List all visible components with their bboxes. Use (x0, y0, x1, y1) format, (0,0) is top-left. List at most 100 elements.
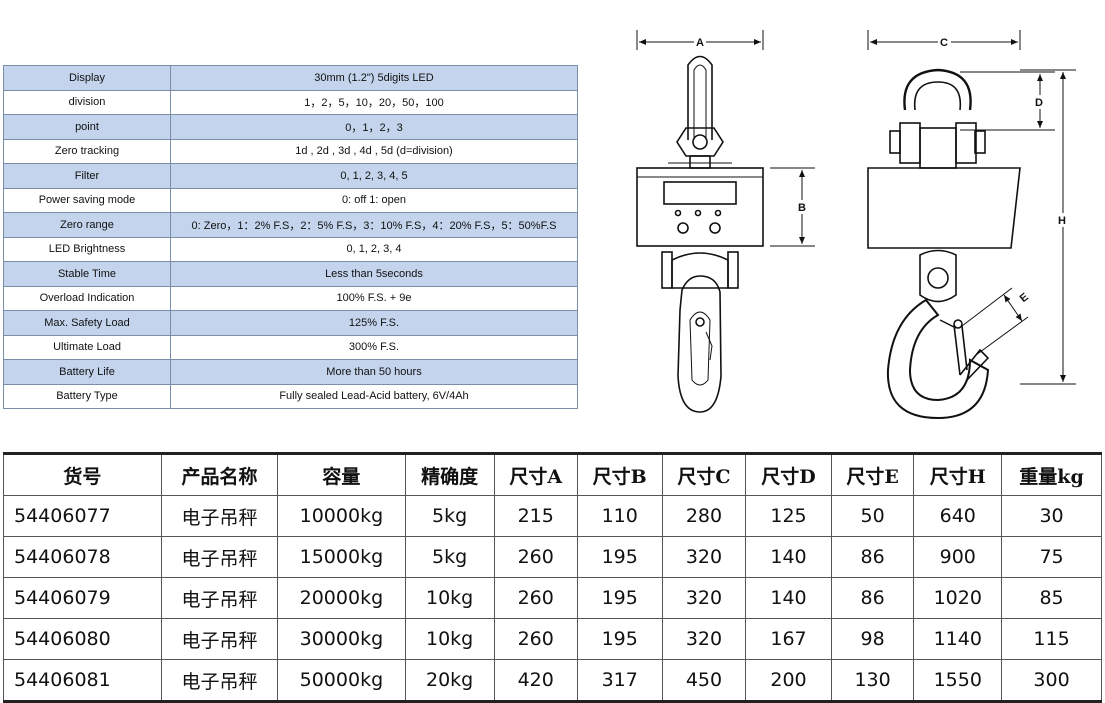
dim-label-c: C (940, 37, 948, 49)
table-cell: 260 (493, 577, 578, 619)
table-cell: 5kg (404, 536, 495, 578)
table-cell: 54406079 (3, 577, 162, 619)
table-cell: 电子吊秤 (160, 659, 279, 703)
table-cell: 电子吊秤 (160, 495, 279, 537)
table-cell: 900 (913, 536, 1003, 578)
table-cell: 15000kg (277, 536, 406, 578)
table-cell: 54406080 (3, 618, 162, 660)
column-header: 尺寸B (576, 453, 663, 496)
table-cell: 1020 (913, 577, 1003, 619)
table-cell: 电子吊秤 (160, 536, 279, 578)
table-cell: 75 (1001, 536, 1102, 578)
table-cell: 320 (661, 618, 747, 660)
table-cell: 10kg (404, 577, 495, 619)
table-cell: 125 (745, 495, 832, 537)
column-header: 重量kg (1001, 453, 1102, 496)
table-cell: 300 (1001, 659, 1102, 703)
side-view-drawing (867, 68, 1021, 420)
spec-value: 1d , 2d , 3d , 4d , 5d (d=division) (170, 138, 578, 164)
column-header: 货号 (3, 453, 162, 496)
column-header: 容量 (277, 453, 406, 496)
spec-label: Power saving mode (3, 187, 171, 213)
spec-value: 125% F.S. (170, 310, 578, 336)
table-cell: 130 (830, 659, 915, 703)
table-cell: 215 (493, 495, 578, 537)
table-cell: 30000kg (277, 618, 406, 660)
front-view-drawing (636, 55, 764, 413)
table-cell: 50 (830, 495, 915, 537)
spec-value: 300% F.S. (170, 334, 578, 360)
spec-value: 0: off 1: open (170, 187, 578, 213)
table-cell: 85 (1001, 577, 1102, 619)
dimension-drawings: A B C D H E (636, 30, 1076, 420)
table-cell: 110 (576, 495, 663, 537)
table-cell: 20000kg (277, 577, 406, 619)
table-cell: 195 (576, 536, 663, 578)
spec-label: Display (3, 65, 171, 91)
table-cell: 260 (493, 618, 578, 660)
spec-value: 100% F.S. + 9e (170, 285, 578, 311)
table-cell: 1550 (913, 659, 1003, 703)
table-cell: 195 (576, 577, 663, 619)
table-cell: 54406078 (3, 536, 162, 578)
table-cell: 115 (1001, 618, 1102, 660)
spec-value: 0，1，2，3 (170, 114, 578, 140)
spec-value: More than 50 hours (170, 359, 578, 385)
spec-label: Battery Life (3, 359, 171, 385)
column-header: 产品名称 (160, 453, 279, 496)
dim-label-a: A (696, 37, 704, 49)
spec-label: division (3, 89, 171, 115)
spec-value: 0: Zero，1：2% F.S，2：5% F.S，3：10% F.S，4：20… (170, 212, 578, 238)
column-header: 尺寸H (913, 453, 1003, 496)
table-cell: 电子吊秤 (160, 577, 279, 619)
spec-label: Max. Safety Load (3, 310, 171, 336)
spec-value: 1，2，5，10，20，50，100 (170, 89, 578, 115)
table-cell: 320 (661, 536, 747, 578)
table-cell: 420 (493, 659, 578, 703)
table-cell: 317 (576, 659, 663, 703)
table-cell: 640 (913, 495, 1003, 537)
table-cell: 电子吊秤 (160, 618, 279, 660)
dim-label-b: B (798, 202, 806, 214)
table-cell: 320 (661, 577, 747, 619)
spec-label: Zero tracking (3, 138, 171, 164)
spec-label: Zero range (3, 212, 171, 238)
table-cell: 50000kg (277, 659, 406, 703)
table-cell: 140 (745, 536, 832, 578)
table-cell: 20kg (404, 659, 495, 703)
dim-label-d: D (1035, 97, 1043, 109)
spec-label: point (3, 114, 171, 140)
column-header: 尺寸E (830, 453, 915, 496)
table-cell: 86 (830, 577, 915, 619)
table-cell: 30 (1001, 495, 1102, 537)
table-cell: 5kg (404, 495, 495, 537)
spec-label: Stable Time (3, 261, 171, 287)
spec-label: Overload Indication (3, 285, 171, 311)
spec-value: 0, 1, 2, 3, 4 (170, 236, 578, 262)
spec-value: 30mm (1.2") 5digits LED (170, 65, 578, 91)
table-cell: 98 (830, 618, 915, 660)
spec-label: Battery Type (3, 383, 171, 409)
column-header: 尺寸D (745, 453, 832, 496)
table-cell: 200 (745, 659, 832, 703)
spec-label: Ultimate Load (3, 334, 171, 360)
spec-label: Filter (3, 163, 171, 189)
column-header: 精确度 (404, 453, 495, 496)
